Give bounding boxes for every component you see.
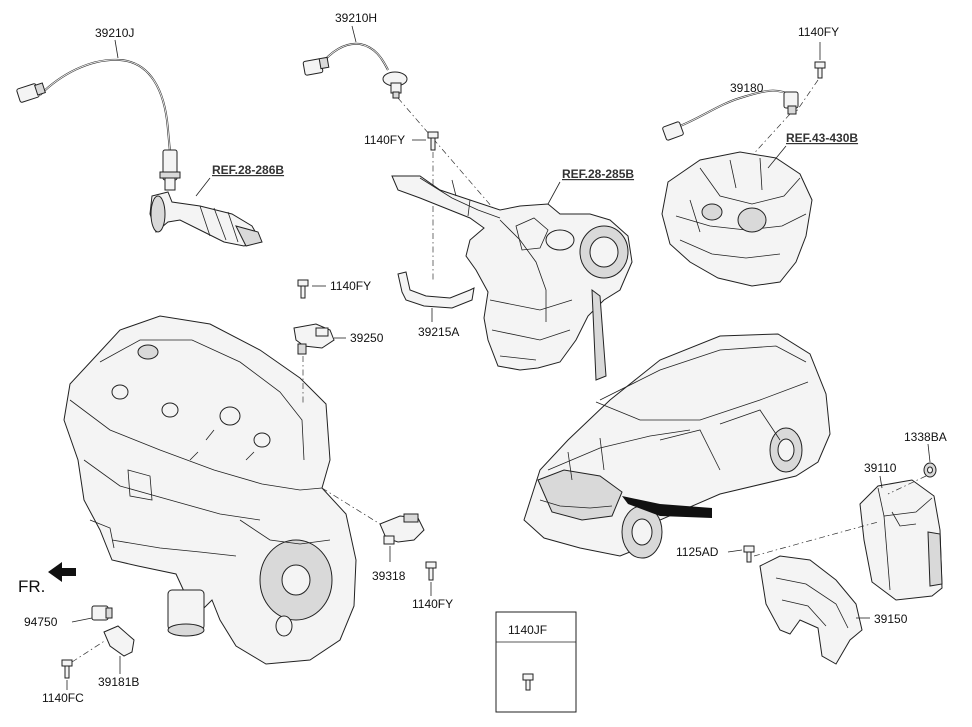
bolt-1140fy-crank-sensor[interactable] xyxy=(425,561,437,581)
label-39181b: 39181B xyxy=(98,675,139,689)
bolt-1140fy-top[interactable] xyxy=(814,61,826,79)
sensor-39180[interactable] xyxy=(662,89,799,141)
engine-control-unit-39110[interactable] xyxy=(859,479,943,601)
label-39318: 39318 xyxy=(372,569,406,583)
label-94750: 94750 xyxy=(24,615,58,629)
label-39150: 39150 xyxy=(874,612,908,626)
part-box-1140jf[interactable] xyxy=(495,611,577,713)
label-39215a: 39215A xyxy=(418,325,459,339)
label-1140fy-cam: 1140FY xyxy=(330,279,371,293)
bolt-1140fc[interactable] xyxy=(61,659,73,679)
label-ref-28-285b: REF.28-285B xyxy=(562,167,634,181)
engine-block xyxy=(63,315,357,665)
vehicle-illustration xyxy=(523,333,831,559)
label-ref-43-430b: REF.43-430B xyxy=(786,131,858,145)
turbocharger-assembly-ref-28-285b xyxy=(391,175,633,381)
catalytic-converter-ref-28-286b xyxy=(149,191,263,247)
label-39110: 39110 xyxy=(864,461,897,475)
bolt-1140fy-turbo-bracket[interactable] xyxy=(427,131,439,151)
label-1338ba: 1338BA xyxy=(904,430,947,444)
ecu-bracket-39150[interactable] xyxy=(759,555,863,665)
label-1125ad: 1125AD xyxy=(676,545,719,559)
camshaft-position-sensor-39250[interactable] xyxy=(293,323,335,355)
label-1140fy-top: 1140FY xyxy=(798,25,839,39)
oil-pressure-switch-94750[interactable] xyxy=(91,605,113,621)
bracket-39181b[interactable] xyxy=(103,625,135,657)
label-39210j: 39210J xyxy=(95,26,134,40)
label-1140fy-mid: 1140FY xyxy=(364,133,405,147)
label-39180: 39180 xyxy=(730,81,764,95)
label-ref-28-286b: REF.28-286B xyxy=(212,163,284,177)
label-39210h: 39210H xyxy=(335,11,377,25)
label-1140fc: 1140FC xyxy=(42,691,84,705)
front-direction-arrow-icon xyxy=(48,562,76,582)
oxygen-sensor-39210j[interactable] xyxy=(16,58,181,191)
label-front-direction: FR. xyxy=(18,577,45,596)
label-39250: 39250 xyxy=(350,331,384,345)
nut-1338ba[interactable] xyxy=(923,462,937,478)
bolt-1140fy-cam-sensor[interactable] xyxy=(297,279,309,299)
label-1140jf: 1140JF xyxy=(508,623,547,637)
transaxle-ref-43-430b xyxy=(661,151,813,287)
bolt-1125ad[interactable] xyxy=(743,545,755,563)
label-1140fy-crank: 1140FY xyxy=(412,597,453,611)
oxygen-sensor-39210h[interactable] xyxy=(302,42,408,99)
crankshaft-position-sensor-39318[interactable] xyxy=(379,513,425,545)
bracket-39215a[interactable] xyxy=(397,271,475,309)
